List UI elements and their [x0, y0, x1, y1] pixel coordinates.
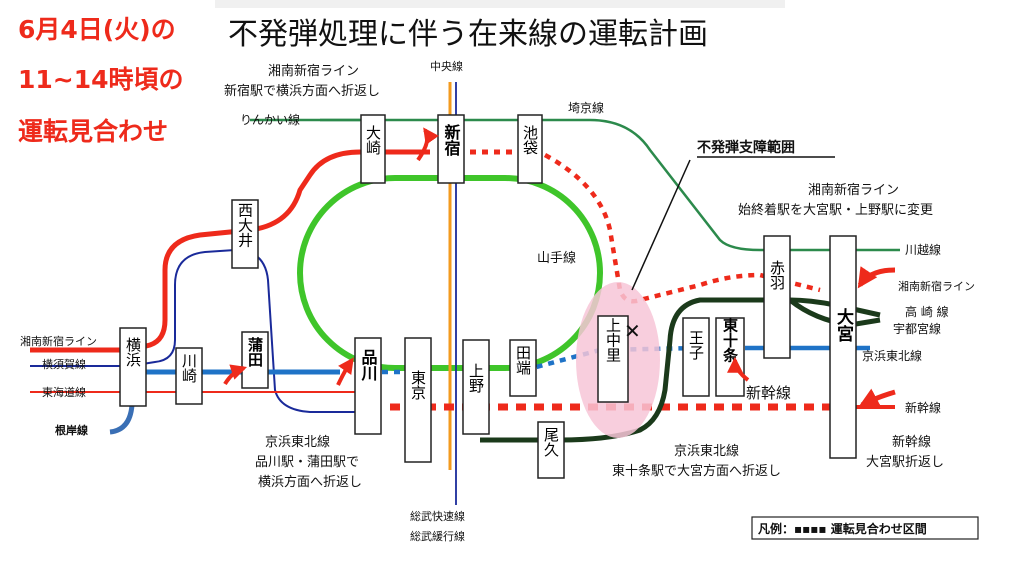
svg-text:横浜: 横浜 [124, 337, 142, 367]
svg-text:西大井: 西大井 [236, 203, 254, 249]
date-line-2: 11~14時頃の [18, 65, 184, 94]
svg-text:大宮: 大宮 [833, 307, 854, 343]
station-oji: 王子 [682, 317, 710, 397]
station-kamata: 蒲田 [241, 331, 269, 389]
station-oku: 尾久 [537, 421, 565, 479]
label-sobu-rapid: 総武快速線 [410, 509, 465, 523]
station-shinjuku: 新宿 [437, 114, 465, 184]
station-kawasaki: 川崎 [175, 347, 203, 405]
svg-text:池袋: 池袋 [521, 125, 539, 155]
label-yamanote: 山手線 [537, 250, 576, 266]
turnback-arrow-icon [223, 364, 248, 386]
station-yokohama: 横浜 [119, 327, 147, 407]
label-takasaki: 高 崎 線 [905, 304, 949, 319]
svg-text:尾久: 尾久 [542, 427, 560, 457]
label-shonan-right: 湘南新宿ライン [898, 279, 975, 293]
label-tokaido: 東海道線 [42, 385, 86, 399]
label-rinkai: りんかい線 [240, 112, 300, 127]
note-keihin-mid-2: 東十条駅で大宮方面へ折返し [612, 463, 781, 479]
note-danger-zone: 不発弾支障範囲 [697, 139, 795, 156]
station-nishioi: 西大井 [231, 199, 259, 269]
label-kawagoe: 川越線 [905, 242, 941, 257]
svg-text:大崎: 大崎 [364, 125, 382, 155]
note-shonan-top-1: 湘南新宿ライン [268, 63, 359, 79]
note-shonan-change-2: 始終着駅を大宮駅・上野駅に変更 [738, 202, 933, 218]
header-band [215, 0, 785, 8]
label-utsunomiya: 宇都宮線 [893, 321, 941, 336]
label-shonan-left: 湘南新宿ライン [20, 334, 97, 348]
label-negishi: 根岸線 [55, 423, 88, 437]
danger-pointer [631, 159, 691, 291]
yokosuka-line [30, 248, 360, 413]
station-tokyo: 東京 [404, 337, 432, 463]
svg-text:田端: 田端 [514, 345, 532, 375]
svg-text:東京: 東京 [409, 370, 427, 401]
station-tabata: 田端 [509, 339, 537, 397]
svg-text:赤羽: 赤羽 [768, 260, 786, 290]
note-keihin-mid-1: 京浜東北線 [674, 443, 739, 459]
svg-text:上中里: 上中里 [604, 318, 622, 363]
label-chuo: 中央線 [430, 59, 463, 73]
saikyo-line [250, 118, 900, 252]
svg-text:新宿: 新宿 [442, 123, 461, 157]
note-shinkansen-omiya-2: 大宮駅折返し [866, 454, 944, 470]
station-higashijujo: 東十条 [715, 317, 745, 397]
label-sobu-local: 総武緩行線 [410, 529, 465, 543]
label-saikyo: 埼京線 [568, 100, 604, 115]
legend-text: 凡例：▪▪▪▪ 運転見合わせ区間 [758, 521, 927, 536]
station-kaminakazato: 上中里 [597, 315, 629, 403]
date-line-3: 運転見合わせ [18, 117, 168, 146]
svg-text:品川: 品川 [359, 349, 379, 382]
date-line-1: 6月4日(火)の [18, 15, 176, 44]
svg-text:川崎: 川崎 [180, 353, 198, 383]
station-akabane: 赤羽 [763, 235, 791, 359]
svg-text:上野: 上野 [467, 363, 485, 393]
label-shinkansen-right: 新幹線 [905, 400, 941, 415]
note-shinkansen-omiya-1: 新幹線 [892, 434, 931, 450]
tohoku-line [480, 297, 881, 443]
station-omiya: 大宮 [829, 235, 857, 459]
label-keihin-right: 京浜東北線 [862, 348, 922, 363]
svg-text:王子: 王子 [687, 330, 705, 360]
note-keihin-left-3: 横浜方面へ折返し [258, 474, 362, 490]
turnback-arrow-icon [336, 357, 354, 386]
station-ikebukuro: 池袋 [517, 114, 543, 184]
turnback-arrow-icon [416, 127, 439, 162]
label-yokosuka: 横須賀線 [42, 357, 86, 371]
blocked-x-icon: ✕ [624, 319, 641, 343]
note-keihin-left-2: 品川駅・蒲田駅で [255, 455, 359, 470]
negishi-line [109, 404, 135, 435]
shonan-shinjuku-line [30, 149, 430, 353]
svg-text:東十条: 東十条 [721, 317, 739, 364]
note-keihin-left-1: 京浜東北線 [265, 434, 330, 450]
svg-text:蒲田: 蒲田 [246, 336, 264, 368]
note-shonan-top-2: 新宿駅で横浜方面へ折返し [224, 83, 380, 99]
turnback-arrow-icon [727, 356, 750, 382]
label-shinkansen-mid: 新幹線 [746, 384, 791, 402]
page-title: 不発弾処理に伴う在来線の運転計画 [228, 17, 708, 52]
note-shonan-change-1: 湘南新宿ライン [808, 182, 899, 198]
station-shinagawa: 品川 [354, 337, 382, 435]
turnback-arrow-icon [858, 388, 896, 408]
legend: 凡例：▪▪▪▪ 運転見合わせ区間 [751, 516, 979, 540]
station-osaki: 大崎 [360, 114, 386, 184]
station-ueno: 上野 [462, 339, 490, 435]
turnback-arrow-icon [857, 266, 896, 289]
